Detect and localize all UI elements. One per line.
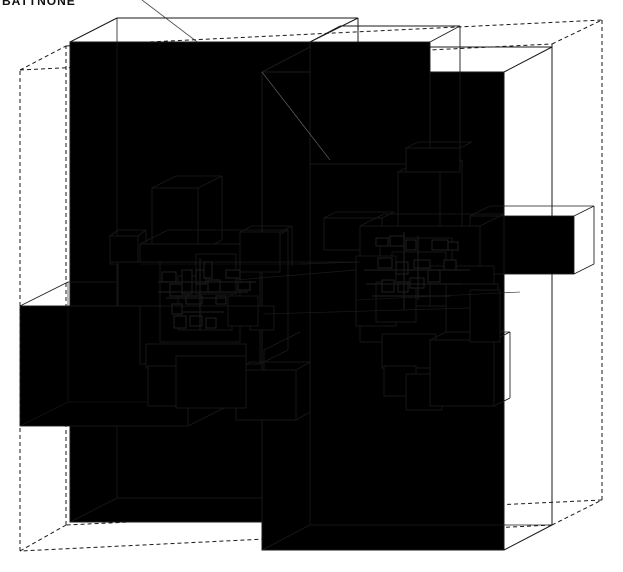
corner-label: BATTNONE [2, 0, 76, 8]
